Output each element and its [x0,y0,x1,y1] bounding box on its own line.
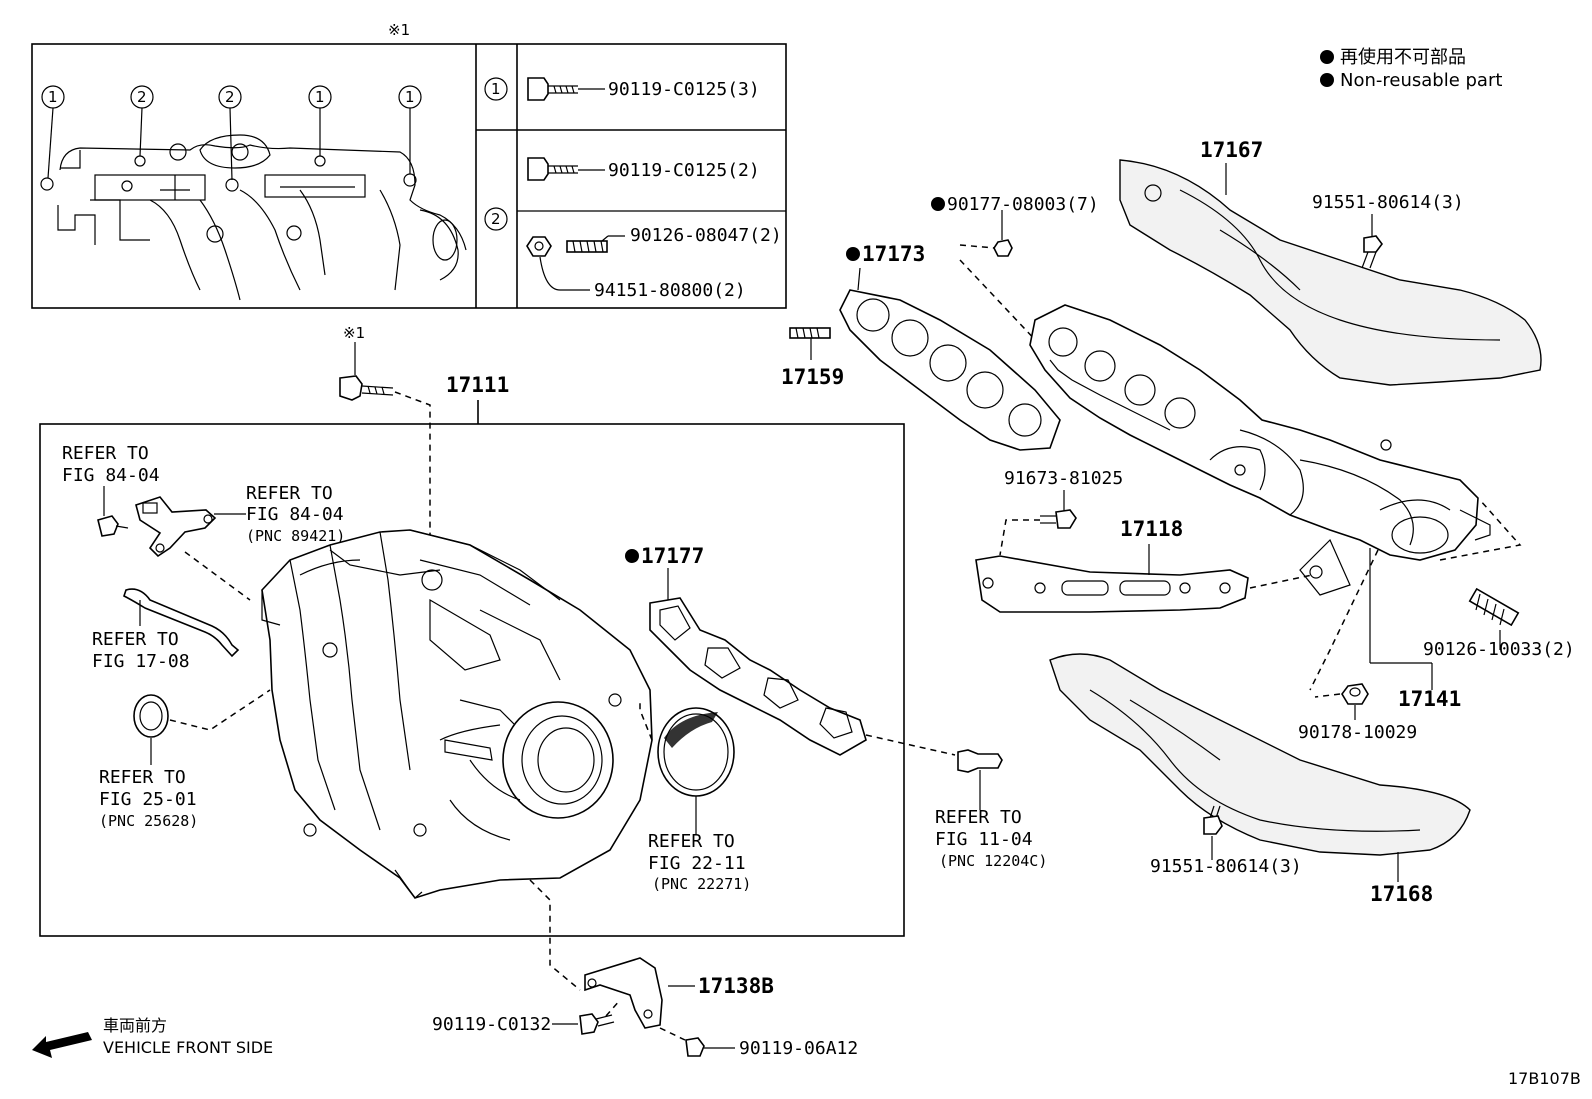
stud-90126-10033: 90126-10033(2) [1423,499,1575,660]
inset-row-1: 1 90119-C0125(3) [484,77,760,101]
svg-text:90178-10029: 90178-10029 [1298,722,1417,743]
svg-text:17168: 17168 [1370,882,1433,906]
inset-manifold-drawing [57,134,467,301]
front-japanese: 車両前方 [103,1016,167,1035]
inset-bolt-callouts: 1 2 2 1 1 [40,85,422,192]
ref-fig-84-04-bolt: REFER TO FIG 84-04 [62,443,160,537]
bolt-icon [527,157,578,181]
throttle-gasket-drawing [639,700,735,835]
ref-fig-25-01: REFER TO FIG 25-01 (PNC 25628) [99,767,198,830]
sensor-drawing [135,496,251,601]
svg-text:17173: 17173 [862,242,925,266]
svg-text:17118: 17118 [1120,517,1183,541]
svg-text:(PNC 22271): (PNC 22271) [652,875,751,893]
ref-fig-11-04: REFER TO FIG 11-04 (PNC 12204C) [935,749,1047,870]
stud-17159: 17159 [781,327,844,389]
intake-manifold-frame [39,423,905,937]
svg-text:90119-C0132: 90119-C0132 [432,1014,551,1035]
svg-text:17167: 17167 [1200,138,1263,162]
bolt-91551-top: 91551-80614(3) [1312,192,1464,269]
nut-icon [526,236,552,257]
part-number: 90119-C0125(3) [608,79,760,100]
svg-text:90126-10033(2): 90126-10033(2) [1423,639,1575,660]
intake-manifold-drawing [261,529,653,899]
front-english: VEHICLE FRONT SIDE [103,1038,273,1057]
bracket-17138b-drawing: 17138B [584,957,774,1029]
svg-text:2: 2 [225,88,235,106]
part-17138b-label: 17138B [698,974,774,998]
bolt-90119-06a12: 90119-06A12 [659,1027,858,1059]
svg-text:FIG 25-01: FIG 25-01 [99,789,197,810]
svg-text:REFER TO: REFER TO [92,629,179,650]
svg-text:91673-81025: 91673-81025 [1004,468,1123,489]
svg-text:FIG 17-08: FIG 17-08 [92,651,190,672]
hose-drawing [123,588,240,658]
svg-text:1: 1 [491,80,501,98]
bolt-icon [527,77,578,101]
part-number: 94151-80800(2) [594,280,746,301]
svg-text:REFER TO: REFER TO [648,831,735,852]
svg-text:(PNC 89421): (PNC 89421) [246,527,345,545]
nut-90177: 90177-08003(7) [931,194,1099,346]
svg-text:17141: 17141 [1398,687,1461,711]
inset-frame [31,43,787,309]
part-number: 90126-08047(2) [630,225,782,246]
svg-text:2: 2 [491,210,501,228]
svg-text:FIG 22-11: FIG 22-11 [648,853,746,874]
heat-insulator-17167-drawing: 17167 [1119,138,1542,386]
part-17141-callout: 17141 [1369,548,1461,711]
svg-text:REFER TO: REFER TO [62,443,149,464]
intake-gasket-drawing: 17177 [625,544,956,756]
svg-text:2: 2 [137,88,147,106]
svg-text:90177-08003(7): 90177-08003(7) [947,194,1099,215]
vehicle-front-arrow [32,1032,92,1058]
stud-icon [566,240,608,253]
part-17177-label: 17177 [641,544,704,568]
exhaust-manifold-drawing [1029,304,1491,596]
svg-text:REFER TO: REFER TO [935,807,1022,828]
figure-id: 17B107B [1508,1069,1581,1088]
note-mark: ※1 [343,324,365,342]
svg-text:1: 1 [48,88,58,106]
o-ring-drawing [133,689,271,765]
exhaust-gasket-drawing: 17173 [839,242,1061,451]
inset-row-2: 2 90119-C0125(2) 90126-08047(2) 94151-80… [484,157,782,301]
heat-insulator-17168-drawing: 17168 [1049,653,1471,906]
svg-text:91551-80614(3): 91551-80614(3) [1150,856,1302,877]
part-number: 90119-C0125(2) [608,160,760,181]
inset-note-mark: ※1 [388,21,410,39]
bracket-17118-drawing: 17118 [975,517,1313,613]
legend: 再使用不可部品 Non-reusable part [1320,47,1502,91]
svg-text:(PNC 12204C): (PNC 12204C) [939,852,1047,870]
part-17111-label: 17111 [446,373,509,397]
svg-text:REFER TO: REFER TO [246,483,333,504]
bolt-91551-bottom: 91551-80614(3) [1150,805,1302,877]
svg-text:FIG 84-04: FIG 84-04 [246,504,344,525]
svg-text:91551-80614(3): 91551-80614(3) [1312,192,1464,213]
svg-text:1: 1 [405,88,415,106]
nut-90178: 90178-10029 [1298,549,1417,743]
bolt-icon [339,375,394,401]
bolt-91673: 91673-81025 [999,468,1123,556]
ref-fig-84-04-sensor: REFER TO FIG 84-04 (PNC 89421) [214,483,345,545]
bolt-90119-c0132: 90119-C0132 [432,999,621,1035]
ref-fig-17-08: REFER TO FIG 17-08 [92,600,190,672]
svg-text:(PNC 25628): (PNC 25628) [99,812,198,830]
svg-text:Non-reusable part: Non-reusable part [1340,70,1502,91]
svg-text:FIG 11-04: FIG 11-04 [935,829,1033,850]
svg-text:再使用不可部品: 再使用不可部品 [1340,47,1466,68]
svg-text:1: 1 [315,88,325,106]
svg-text:REFER TO: REFER TO [99,767,186,788]
svg-text:FIG 84-04: FIG 84-04 [62,465,160,486]
ref-fig-22-11: REFER TO FIG 22-11 (PNC 22271) [648,831,751,893]
svg-text:90119-06A12: 90119-06A12 [739,1038,858,1059]
svg-text:17159: 17159 [781,365,844,389]
